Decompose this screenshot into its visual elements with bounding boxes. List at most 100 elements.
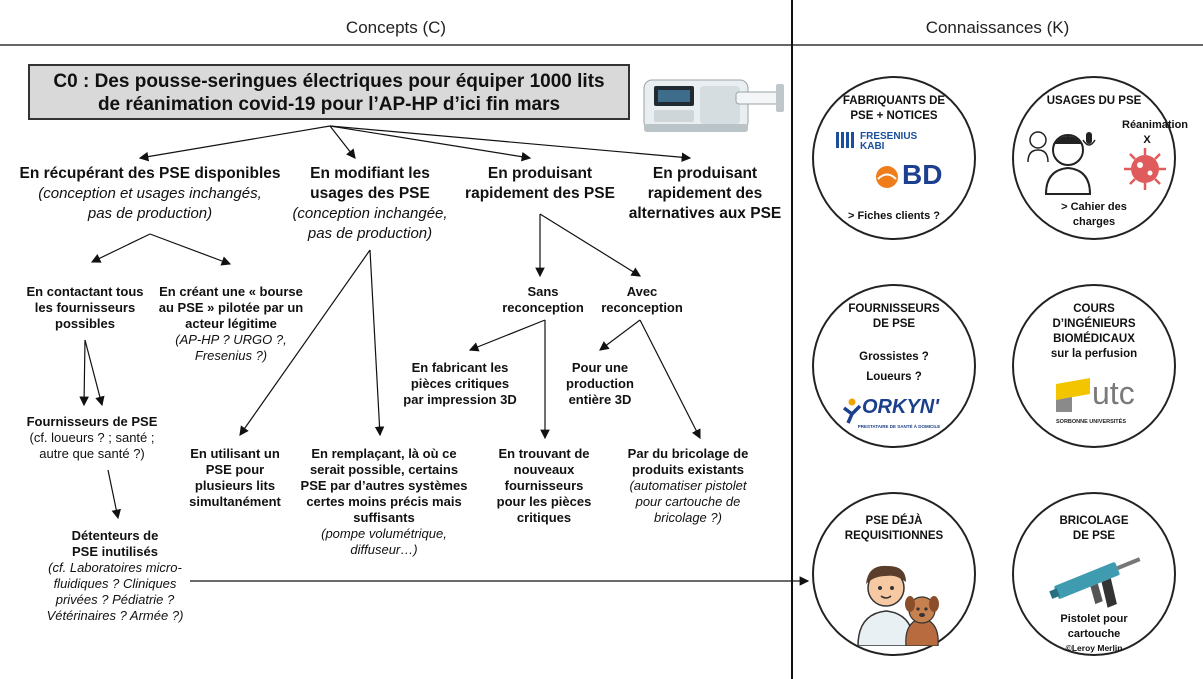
- utc-logo-icon: [1056, 378, 1090, 412]
- branch-recuperer-sub2: pas de production): [87, 205, 213, 222]
- node-un-pse-l2: PSE pour: [205, 462, 265, 477]
- circle-bricolage-title1: BRICOLAGE: [1059, 515, 1129, 527]
- node-fournisseurs-l2: (cf. loueurs ? ; santé ;: [29, 430, 155, 445]
- circle-usages: USAGES DU PSE Réanimation X > Cahier des…: [1012, 76, 1189, 240]
- node-avec-l2: reconception: [601, 300, 683, 315]
- circle-fabricants-title2: PSE + NOTICES: [850, 110, 938, 122]
- branch-modifier: En modifiant les usages des PSE (concept…: [280, 164, 460, 244]
- circle-usages-note1: > Cahier des: [1061, 201, 1127, 213]
- node-avec-reconception: Avec reconception: [594, 284, 690, 316]
- circle-fournisseurs-title1: FOURNISSEURS: [848, 303, 940, 315]
- node-remplacer-l5: suffisants: [353, 510, 415, 525]
- caulking-gun-icon: [1049, 557, 1141, 608]
- node-un-pse-l4: simultanément: [189, 494, 281, 509]
- branch-recuperer-sub1: (conception et usages inchangés,: [38, 185, 262, 202]
- fresenius-logo-text: FRESENIUS KABI: [860, 132, 917, 152]
- utc-logo-text: utc: [1092, 375, 1135, 411]
- branch-produire: En produisant rapidement des PSE: [455, 164, 625, 204]
- node-bric-s2: pour cartouche de: [635, 494, 741, 509]
- circle-fournisseurs-q1: Grossistes ?: [859, 351, 929, 363]
- node-fournisseurs-l1: Fournisseurs de PSE: [26, 414, 158, 429]
- node-bric-l1: Par du bricolage de: [627, 446, 749, 461]
- fresenius-logo-text-2: KABI: [860, 141, 885, 152]
- node-detenteurs-s3: privées ? Pédiatrie ?: [55, 592, 175, 607]
- node-sans-reconception: Sans reconception: [495, 284, 591, 316]
- circle-cours-title3: BIOMÉDICAUX: [1053, 333, 1135, 345]
- node-un-pse: En utilisant un PSE pour plusieurs lits …: [175, 446, 295, 510]
- fresenius-logo-icon: [836, 132, 854, 148]
- circle-cours-title2: D’INGÉNIEURS: [1052, 318, 1136, 330]
- node-bric-s3: bricolage ?): [654, 510, 722, 525]
- circle-fabricants-title1: FABRIQUANTS DE: [842, 95, 946, 107]
- node-bourse-l1: En créant une « bourse: [159, 284, 303, 299]
- branch-modifier-title1: En modifiant les: [310, 165, 430, 182]
- node-trouv-l2: nouveaux: [513, 462, 575, 477]
- node-bourse-l3: acteur légitime: [185, 316, 277, 331]
- concepts-header: Concepts (C): [345, 18, 447, 37]
- circle-cours-title4: sur la perfusion: [1050, 348, 1138, 360]
- node-fabr-l3: par impression 3D: [403, 392, 517, 407]
- node-sans-l1: Sans: [527, 284, 559, 299]
- node-contacter-l2: les fournisseurs: [34, 300, 136, 315]
- branch-alternatives: En produisant rapidement des alternative…: [620, 164, 790, 224]
- node-nouveaux-fournisseurs: En trouvant de nouveaux fournisseurs pou…: [487, 446, 601, 526]
- node-detenteurs-l1: Détenteurs de: [71, 528, 159, 543]
- node-remplacer-s2: diffuseur…): [350, 542, 418, 557]
- circle-requis-title2: REQUISITIONNES: [844, 530, 944, 542]
- circle-usages-note2: charges: [1072, 216, 1116, 228]
- node-un-pse-l1: En utilisant un: [190, 446, 280, 461]
- node-remplacer-l2: serait possible, certains: [309, 462, 459, 477]
- node-contacter-l3: possibles: [55, 316, 115, 331]
- node-detenteurs-s1: (cf. Laboratoires micro-: [48, 560, 182, 575]
- branch-modifier-sub1: (conception inchangée,: [292, 205, 448, 222]
- node-remplacer-l4: certes moins précis mais: [306, 494, 462, 509]
- circle-bricolage-title2: DE PSE: [1072, 530, 1116, 542]
- node-detenteurs: Détenteurs de PSE inutilisés (cf. Labora…: [30, 528, 200, 624]
- usages-label: Réanimation X: [1122, 118, 1189, 148]
- root-concept-line2: de réanimation covid-19 pour l’AP-HP d’i…: [97, 94, 561, 115]
- circle-cours-title1: COURS: [1073, 303, 1115, 315]
- circle-fabricants: FABRIQUANTS DE PSE + NOTICES FRESENIUS K…: [812, 76, 976, 240]
- node-remplacer-l1: En remplaçant, là où ce: [311, 446, 457, 461]
- circle-bricolage-note2: cartouche: [1067, 628, 1121, 640]
- node-prod3d-l3: entière 3D: [568, 392, 632, 407]
- branch-produire-title1: En produisant: [487, 165, 593, 182]
- circle-fournisseurs-title2: DE PSE: [872, 318, 916, 330]
- node-sans-l2: reconception: [502, 300, 584, 315]
- circle-bricolage: BRICOLAGE DE PSE Pistolet pour cartouche…: [1012, 492, 1176, 656]
- node-trouv-l3: fournisseurs: [504, 478, 584, 493]
- circle-requis-title1: PSE DÉJÀ: [865, 515, 923, 527]
- node-bourse-l2: au PSE » pilotée par un: [158, 300, 304, 315]
- node-prod3d-l2: production: [566, 376, 634, 391]
- branch-produire-title2: rapidement des PSE: [465, 185, 615, 202]
- circle-fournisseurs: FOURNISSEURS DE PSE Grossistes ? Loueurs…: [812, 284, 976, 448]
- fresenius-logo-text-1: FRESENIUS: [860, 131, 918, 142]
- veterinarian-icon: [857, 565, 939, 646]
- node-detenteurs-s2: fluidiques ? Cliniques: [53, 576, 177, 591]
- node-trouv-l5: critiques: [516, 510, 572, 525]
- node-contacter-l1: En contactant tous: [26, 284, 144, 299]
- virus-icon: [1124, 148, 1166, 190]
- node-avec-l1: Avec: [626, 284, 658, 299]
- orkyn-logo-icon: [842, 398, 862, 424]
- knowledge-header: Connaissances (K): [925, 18, 1070, 37]
- node-remplacer-l3: PSE par d’autres systèmes: [300, 478, 468, 493]
- node-trouv-l1: En trouvant de: [498, 446, 590, 461]
- circle-fournisseurs-q2: Loueurs ?: [866, 371, 922, 383]
- usages-label-reanimation: Réanimation: [1122, 119, 1189, 131]
- node-fournisseurs: Fournisseurs de PSE (cf. loueurs ? ; san…: [8, 414, 176, 462]
- node-remplacer-s1: (pompe volumétrique,: [321, 526, 447, 541]
- orkyn-logo-text: ORKYN': [862, 396, 939, 418]
- node-production-3d: Pour une production entière 3D: [550, 360, 650, 408]
- circle-requisitionnes: PSE DÉJÀ REQUISITIONNES: [812, 492, 976, 656]
- node-bourse-s1: (AP-HP ? URGO ?,: [175, 332, 287, 347]
- circle-cours: COURS D’INGÉNIEURS BIOMÉDICAUX sur la pe…: [1012, 284, 1176, 448]
- node-trouv-l4: pour les pièces: [496, 494, 592, 509]
- node-bric-s1: (automatiser pistolet: [629, 478, 747, 493]
- node-prod3d-l1: Pour une: [571, 360, 629, 375]
- node-impression-3d: En fabricant les pièces critiques par im…: [400, 360, 520, 408]
- doctor-icon: [1027, 131, 1096, 195]
- node-detenteurs-l2: PSE inutilisés: [72, 544, 158, 559]
- node-fabr-l2: pièces critiques: [410, 376, 510, 391]
